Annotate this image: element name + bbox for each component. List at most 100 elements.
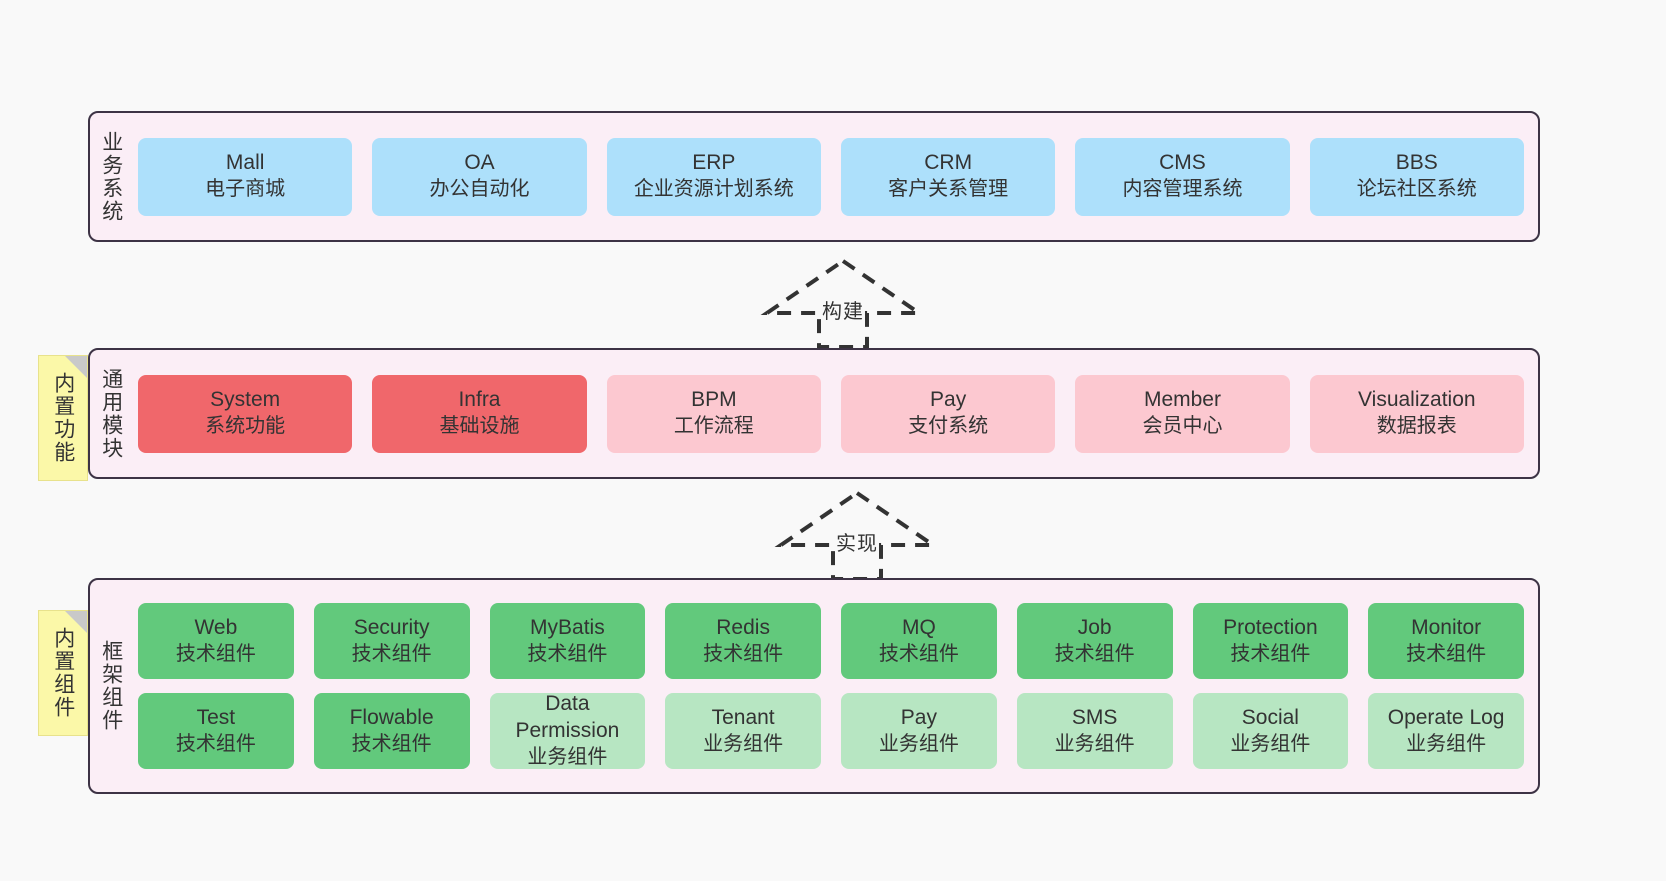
card-erp[interactable]: ERP 企业资源计划系统 [606, 137, 821, 216]
card-sms-desc: 业务组件 [1054, 732, 1135, 755]
card-web[interactable]: Web 技术组件 [138, 603, 294, 679]
card-tenant[interactable]: Tenant 业务组件 [665, 693, 821, 769]
common-modules-row: System 系统功能 Infra 基础设施 BPM 工作流程 Pay 支付系统… [138, 374, 1524, 453]
card-cms-desc: 内容管理系统 [1122, 178, 1243, 201]
card-visualization-name: Visualization [1358, 388, 1476, 412]
card-data-permission[interactable]: Data Permission 业务组件 [489, 692, 646, 769]
card-pay-module-name: Pay [930, 388, 967, 412]
card-bpm-desc: 工作流程 [673, 415, 754, 438]
card-bpm[interactable]: BPM 工作流程 [606, 374, 821, 453]
card-infra-name: Infra [458, 388, 501, 412]
card-crm-name: CRM [924, 151, 973, 175]
card-mq-desc: 技术组件 [878, 642, 959, 665]
card-system-desc: 系统功能 [205, 415, 286, 438]
card-protection-name: Protection [1223, 615, 1318, 639]
card-oa-name: OA [464, 151, 495, 175]
card-member-desc: 会员中心 [1142, 415, 1223, 438]
card-crm-desc: 客户关系管理 [888, 178, 1009, 201]
card-monitor[interactable]: Monitor 技术组件 [1368, 603, 1524, 679]
card-mybatis-desc: 技术组件 [527, 642, 608, 665]
card-operate-log[interactable]: Operate Log 业务组件 [1368, 693, 1524, 769]
layer-business-system: 业务系统 Mall 电子商城 OA 办公自动化 ERP 企业资源计划系统 CRM [88, 111, 1540, 242]
connector-build-label: 构建 [822, 301, 864, 323]
business-system-row: Mall 电子商城 OA 办公自动化 ERP 企业资源计划系统 CRM 客户关系… [138, 137, 1524, 216]
connector-build-arrow: 构建 [758, 255, 928, 351]
card-mybatis[interactable]: MyBatis 技术组件 [489, 603, 646, 679]
card-data-permission-desc: 业务组件 [527, 746, 608, 769]
card-mall-name: Mall [225, 151, 265, 175]
card-test-name: Test [196, 705, 236, 729]
card-redis-desc: 技术组件 [703, 642, 784, 665]
card-system[interactable]: System 系统功能 [138, 374, 353, 453]
layer-framework-components: 框架组件 Web 技术组件 Security 技术组件 MyBatis 技术组件… [88, 578, 1540, 794]
card-bbs[interactable]: BBS 论坛社区系统 [1309, 137, 1524, 216]
card-bbs-name: BBS [1395, 151, 1438, 175]
card-visualization-desc: 数据报表 [1376, 415, 1457, 438]
card-oa-desc: 办公自动化 [429, 178, 530, 201]
card-redis[interactable]: Redis 技术组件 [665, 603, 821, 679]
layer-body-business-system: Mall 电子商城 OA 办公自动化 ERP 企业资源计划系统 CRM 客户关系… [132, 113, 1538, 240]
card-flowable[interactable]: Flowable 技术组件 [313, 693, 470, 769]
card-redis-name: Redis [716, 615, 770, 639]
card-social[interactable]: Social 业务组件 [1192, 693, 1349, 769]
card-social-desc: 业务组件 [1230, 732, 1311, 755]
card-member[interactable]: Member 会员中心 [1075, 374, 1290, 453]
framework-components-row-2: Test 技术组件 Flowable 技术组件 Data Permission … [138, 692, 1524, 769]
card-system-name: System [210, 388, 281, 412]
connector-realize-label: 实现 [836, 533, 878, 555]
connector-realize-arrow: 实现 [772, 487, 942, 583]
card-infra-desc: 基础设施 [439, 415, 520, 438]
card-cms-name: CMS [1159, 151, 1206, 175]
card-test[interactable]: Test 技术组件 [138, 693, 294, 769]
layer-title-business-system: 业务系统 [99, 130, 123, 223]
card-job[interactable]: Job 技术组件 [1016, 603, 1173, 679]
layer-body-framework-components: Web 技术组件 Security 技术组件 MyBatis 技术组件 Redi… [132, 580, 1538, 792]
card-protection-desc: 技术组件 [1230, 642, 1311, 665]
card-sms-name: SMS [1071, 705, 1118, 729]
card-tenant-name: Tenant [711, 705, 775, 729]
card-security-desc: 技术组件 [351, 642, 432, 665]
layer-title-framework-components: 框架组件 [99, 640, 123, 732]
card-infra[interactable]: Infra 基础设施 [372, 374, 587, 453]
card-tenant-desc: 业务组件 [703, 732, 784, 755]
card-bpm-name: BPM [691, 388, 737, 412]
note-builtin-components-label: 内置组件 [51, 627, 75, 719]
card-mq[interactable]: MQ 技术组件 [841, 603, 997, 679]
layer-body-common-modules: System 系统功能 Infra 基础设施 BPM 工作流程 Pay 支付系统… [132, 350, 1538, 477]
card-oa[interactable]: OA 办公自动化 [372, 137, 587, 216]
card-mq-name: MQ [901, 615, 936, 639]
card-pay-component[interactable]: Pay 业务组件 [841, 693, 997, 769]
card-web-desc: 技术组件 [175, 642, 256, 665]
layer-title-common-modules: 通用模块 [99, 367, 123, 460]
card-pay-component-desc: 业务组件 [878, 732, 959, 755]
note-builtin-components: 内置组件 [38, 610, 88, 736]
note-builtin-functions-label: 内置功能 [51, 372, 75, 464]
card-web-name: Web [194, 615, 238, 639]
card-security[interactable]: Security 技术组件 [313, 603, 470, 679]
card-operate-log-desc: 业务组件 [1406, 732, 1487, 755]
card-erp-name: ERP [692, 151, 736, 175]
card-pay-module[interactable]: Pay 支付系统 [840, 374, 1056, 453]
card-pay-module-desc: 支付系统 [908, 415, 989, 438]
card-cms[interactable]: CMS 内容管理系统 [1075, 137, 1290, 216]
card-monitor-desc: 技术组件 [1406, 642, 1487, 665]
card-flowable-desc: 技术组件 [351, 732, 432, 755]
note-builtin-functions: 内置功能 [38, 355, 88, 481]
card-mybatis-name: MyBatis [530, 615, 605, 639]
framework-components-row-1: Web 技术组件 Security 技术组件 MyBatis 技术组件 Redi… [138, 603, 1524, 679]
card-sms[interactable]: SMS 业务组件 [1016, 693, 1173, 769]
card-crm[interactable]: CRM 客户关系管理 [840, 137, 1056, 216]
card-social-name: Social [1241, 705, 1299, 729]
card-monitor-name: Monitor [1411, 615, 1482, 639]
card-protection[interactable]: Protection 技术组件 [1192, 603, 1349, 679]
card-member-name: Member [1143, 388, 1221, 412]
layer-common-modules: 通用模块 System 系统功能 Infra 基础设施 BPM 工作流程 Pay [88, 348, 1540, 479]
card-erp-desc: 企业资源计划系统 [633, 178, 794, 201]
card-test-desc: 技术组件 [175, 732, 256, 755]
card-operate-log-name: Operate Log [1387, 705, 1505, 729]
card-job-desc: 技术组件 [1054, 642, 1135, 665]
card-visualization[interactable]: Visualization 数据报表 [1309, 374, 1524, 453]
card-mall[interactable]: Mall 电子商城 [138, 137, 353, 216]
card-bbs-desc: 论坛社区系统 [1356, 178, 1477, 201]
